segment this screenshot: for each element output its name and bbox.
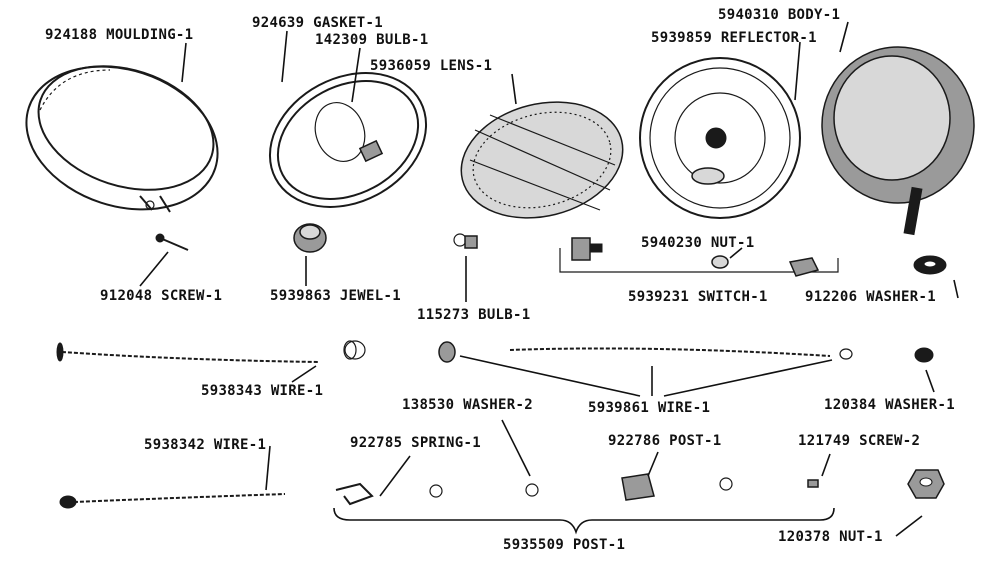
wire-5939861-part [438,341,853,363]
label-gasket: 924639 GASKET-1 [252,15,383,31]
switch-part [559,237,839,277]
label-washer-120384: 120384 WASHER-1 [824,397,955,413]
label-washer-912206: 912206 WASHER-1 [805,289,936,305]
nut-120378-part [907,469,945,499]
label-post-922786: 922786 POST-1 [608,433,721,449]
jewel-part [293,223,327,253]
lens-part [460,101,624,219]
label-post-5935509: 5935509 POST-1 [503,537,625,553]
body-part [821,46,975,236]
label-nut-120378: 120378 NUT-1 [778,529,883,545]
washer-912206-part [913,255,947,275]
gasket-part [268,72,428,208]
label-moulding: 924188 MOULDING-1 [45,27,193,43]
washer-120384-part [914,347,934,363]
label-washer-138530: 138530 WASHER-2 [402,397,533,413]
label-wire-5939861: 5939861 WIRE-1 [588,400,710,416]
label-screw-121749: 121749 SCREW-2 [798,433,920,449]
wire-5938342-part [59,493,286,509]
wire-5938343-part [56,340,366,363]
label-switch: 5939231 SWITCH-1 [628,289,768,305]
moulding-part [25,65,219,213]
label-wire-5938343: 5938343 WIRE-1 [201,383,323,399]
label-spring: 922785 SPRING-1 [350,435,481,451]
label-lens: 5936059 LENS-1 [370,58,492,74]
label-screw-912048: 912048 SCREW-1 [100,288,222,304]
label-bulb-115273: 115273 BULB-1 [417,307,530,323]
screw-912048-part [155,233,189,251]
label-wire-5938342: 5938342 WIRE-1 [144,437,266,453]
label-nut-5940230: 5940230 NUT-1 [641,235,754,251]
spring-part [335,482,374,506]
reflector-part [639,57,801,219]
bulb-115273-part [453,233,478,249]
label-reflector: 5939859 REFLECTOR-1 [651,30,817,46]
post-5935509-parts [429,473,819,501]
leader-lines [139,21,959,537]
label-jewel: 5939863 JEWEL-1 [270,288,401,304]
label-body: 5940310 BODY-1 [718,7,840,23]
label-bulb-142309: 142309 BULB-1 [315,32,428,48]
